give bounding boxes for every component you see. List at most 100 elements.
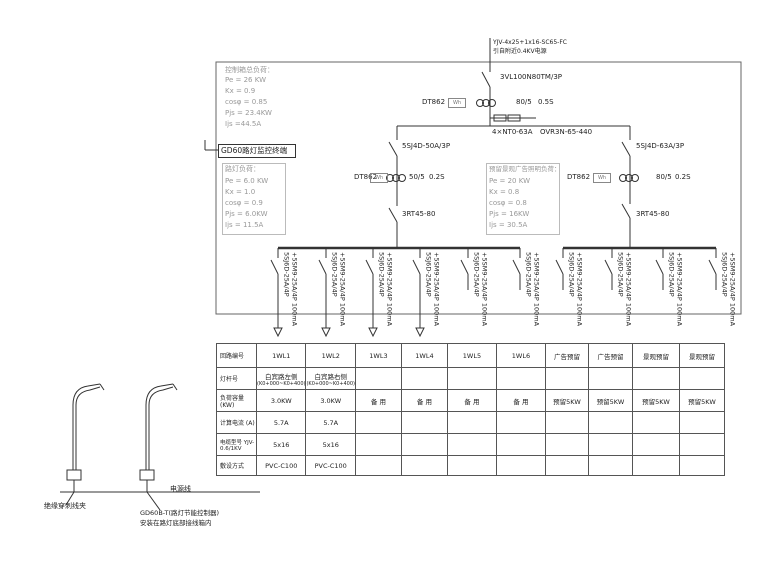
- table-cell: [400, 455, 448, 476]
- right-meter-wh: Wh: [593, 173, 611, 183]
- table-cell: [495, 367, 546, 390]
- feeder-breaker-label: 5SJ6D-25A/4P: [377, 252, 386, 297]
- table-cell: [678, 455, 725, 476]
- table-cell: 广告预留: [587, 343, 633, 368]
- feeder-breaker-label: 5SJ6D-25A/4P: [472, 252, 481, 297]
- main-meter-wh: Wh: [448, 98, 466, 108]
- table-cell: PVC-C100: [255, 455, 307, 476]
- reserve-load-pe: Pe = 20 KW: [489, 177, 530, 185]
- feeder-breaker-label: 5SJ6D-25A/4P: [330, 252, 339, 297]
- table-cell: [544, 411, 589, 434]
- table-cell: 1WL2: [305, 343, 356, 368]
- right-meter-type: DT862: [567, 173, 591, 181]
- right-contactor-label: 3RT45-80: [636, 210, 670, 218]
- table-cell: [587, 433, 633, 456]
- row-header: 灯杆号: [216, 367, 257, 390]
- street-load-pe: Pe = 6.0 KW: [225, 177, 269, 185]
- pole-line: 白宾路左侧: [264, 372, 298, 381]
- table-cell: 5.7A: [305, 411, 356, 434]
- feeder-rcd-label: +5SM9-25A/4P 100mA: [575, 252, 584, 327]
- right-meter-class: 0.2S: [675, 173, 691, 181]
- control-load-cos: cosφ = 0.85: [225, 98, 268, 106]
- table-cell: 1WL3: [354, 343, 402, 368]
- feeder-rcd-label: +5SM9-25A/4P 100mA: [385, 252, 394, 327]
- table-cell: 5x16: [305, 433, 356, 456]
- table-cell: 备 用: [446, 389, 497, 412]
- control-load-pe: Pe = 26 KW: [225, 76, 266, 84]
- feeder-breaker-label: 5SJ6D-25A/4P: [282, 252, 291, 297]
- table-cell: 5.7A: [255, 411, 307, 434]
- row-header: 负荷容量(KW): [216, 389, 257, 412]
- left-contactor-label: 3RT45-80: [402, 210, 436, 218]
- table-cell: [544, 455, 589, 476]
- feeder-rcd-label: +5SM9-25A/4P 100mA: [480, 252, 489, 327]
- reserve-load-cos: cosφ = 0.8: [489, 199, 527, 207]
- table-row: 敷设方式 PVC-C100 PVC-C100: [216, 455, 725, 476]
- reserve-load-title: 预留景观广告照明负荷：: [489, 165, 561, 173]
- table-cell: [631, 367, 680, 390]
- main-meter-ct: 80/5: [516, 98, 532, 106]
- street-load-block: 路灯负荷： Pe = 6.0 KW Kx = 1.0 cosφ = 0.9 Pj…: [222, 163, 286, 235]
- reserve-load-pjs: Pjs = 16KW: [489, 210, 530, 218]
- table-cell: 1WL5: [446, 343, 497, 368]
- feeder-breaker-label: 5SJ6D-25A/4P: [616, 252, 625, 297]
- table-cell: 备 用: [400, 389, 448, 412]
- pole-line: (K0+000~K0+400): [257, 380, 306, 387]
- table-cell: 备 用: [354, 389, 402, 412]
- main-meter-type: DT862: [422, 98, 446, 106]
- control-load-pjs: Pjs = 23.4KW: [225, 109, 272, 117]
- table-cell: [495, 433, 546, 456]
- row-header: 计算电流 (A): [216, 411, 257, 434]
- right-meter-ct: 80/5: [656, 173, 672, 181]
- feeder-breaker-label: 5SJ6D-25A/4P: [720, 252, 729, 297]
- pole-line: (K0+000~K0+400): [306, 380, 355, 387]
- table-cell: 景观预留: [678, 343, 725, 368]
- table-cell: [400, 411, 448, 434]
- table-row: 负荷容量(KW) 3.0KW 3.0KW 备 用 备 用 备 用 备 用 预留5…: [216, 389, 725, 412]
- reserve-load-kx: Kx = 0.8: [489, 188, 520, 196]
- table-cell: 备 用: [495, 389, 546, 412]
- table-cell: [631, 411, 680, 434]
- pole-line: 白宾路右侧: [314, 372, 347, 381]
- table-cell: PVC-C100: [305, 455, 356, 476]
- control-load-kx: Kx = 0.9: [225, 87, 256, 95]
- row-header: 敷设方式: [216, 455, 257, 476]
- left-meter-class: 0.2S: [429, 173, 445, 181]
- table-cell: [400, 367, 448, 390]
- left-meter-type: DT862: [354, 173, 378, 181]
- table-cell: [587, 411, 633, 434]
- street-load-title: 路灯负荷：: [225, 165, 260, 173]
- table-row: 电缆型号 YJV-0.6/1KV 5x16 5x16: [216, 433, 725, 456]
- table-cell: 5x16: [255, 433, 307, 456]
- street-load-cos: cosφ = 0.9: [225, 199, 263, 207]
- table-cell: [354, 411, 402, 434]
- feeder-breaker-label: 5SJ6D-25A/4P: [667, 252, 676, 297]
- feeder-rcd-label: +5SM9-25A/4P 100mA: [432, 252, 441, 327]
- row-header: 电缆型号 YJV-0.6/1KV: [216, 433, 257, 456]
- table-cell: [631, 433, 680, 456]
- street-load-ijs: Ijs = 11.5A: [225, 221, 264, 229]
- table-cell: [631, 455, 680, 476]
- table-cell: [446, 455, 497, 476]
- feeder-breaker-label: 5SJ6D-25A/4P: [524, 252, 533, 297]
- table-cell: 1WL1: [255, 343, 307, 368]
- feeder-rcd-label: +5SM9-25A/4P 100mA: [338, 252, 347, 327]
- controller-note: 安装在路灯底部接线箱内: [140, 519, 212, 527]
- table-cell: 1WL6: [495, 343, 546, 368]
- control-load-title: 控制箱总负荷：: [225, 66, 274, 74]
- reserve-load-ijs: Ijs = 30.5A: [489, 221, 528, 229]
- main-breaker-label: 3VL100N80TM/3P: [500, 73, 562, 81]
- table-row: 回路编号 1WL1 1WL2 1WL3 1WL4 1WL5 1WL6 广告预留 …: [216, 343, 725, 368]
- table-cell: 预留5KW: [544, 389, 589, 412]
- table-cell: [678, 433, 725, 456]
- street-load-pjs: Pjs = 6.0KW: [225, 210, 268, 218]
- controller-label: GD60B-T(路灯节能控制器): [140, 509, 220, 517]
- street-load-kx: Kx = 1.0: [225, 188, 256, 196]
- table-cell: [446, 411, 497, 434]
- monitor-terminal-label: GD60路灯监控终端: [221, 146, 288, 155]
- table-cell: [354, 433, 402, 456]
- table-cell: 预留5KW: [631, 389, 680, 412]
- table-cell: [587, 455, 633, 476]
- table-cell: [544, 433, 589, 456]
